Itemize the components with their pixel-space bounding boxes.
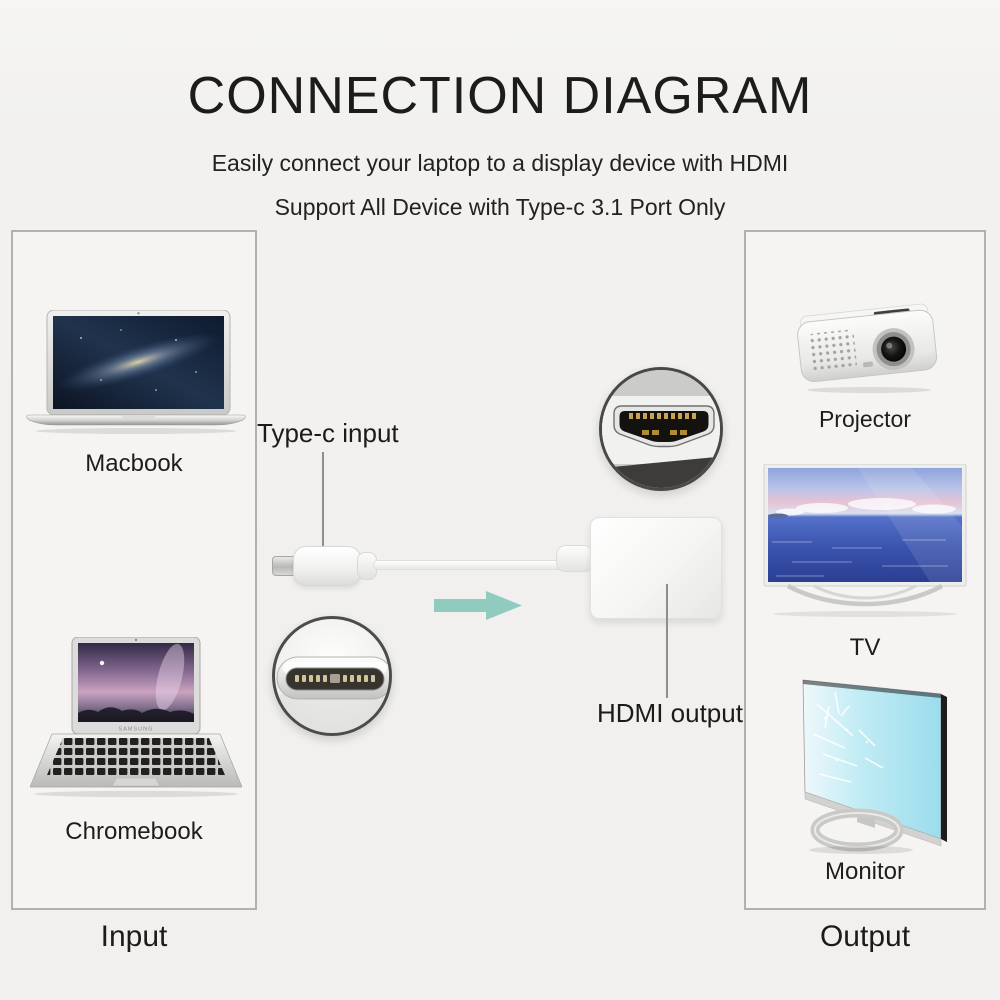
monitor-label: Monitor xyxy=(824,858,906,885)
projector-image xyxy=(797,303,938,393)
chromebook-image: SAMSUNG xyxy=(30,637,242,798)
input-panel-title: Input xyxy=(100,920,168,953)
type-c-port-icon xyxy=(275,656,389,733)
direction-arrow-icon xyxy=(434,591,522,620)
projector-label: Projector xyxy=(818,406,912,432)
hdmi-adapter-body xyxy=(590,517,722,619)
tv-image xyxy=(763,464,967,617)
type-c-leader-line xyxy=(322,452,324,566)
hdmi-output-label: HDMI output xyxy=(597,698,743,728)
page-title: CONNECTION DIAGRAM xyxy=(187,67,813,125)
hdmi-leader-line xyxy=(666,584,668,698)
chromebook-brand-logo: SAMSUNG xyxy=(119,727,154,733)
adapter-strain-relief xyxy=(556,545,594,572)
output-panel-title: Output xyxy=(819,920,911,953)
hdmi-port-icon xyxy=(602,370,720,488)
monitor-image xyxy=(802,679,947,854)
macbook-image xyxy=(26,310,246,434)
input-panel: Macbook SAMSUNG xyxy=(11,230,257,910)
macbook-label: Macbook xyxy=(85,450,183,477)
type-c-plug-body xyxy=(293,546,361,586)
adapter-cable xyxy=(373,560,565,570)
chromebook-label: Chromebook xyxy=(65,818,203,845)
tv-label: TV xyxy=(849,634,881,661)
subtitle-line-2: Support All Device with Type-c 3.1 Port … xyxy=(274,194,726,220)
hdmi-port-closeup xyxy=(599,367,723,491)
type-c-input-label: Type-c input xyxy=(257,418,399,448)
type-c-connector-closeup xyxy=(272,616,392,736)
output-panel: Projector xyxy=(744,230,986,910)
subtitle-line-1: Easily connect your laptop to a display … xyxy=(211,150,789,176)
